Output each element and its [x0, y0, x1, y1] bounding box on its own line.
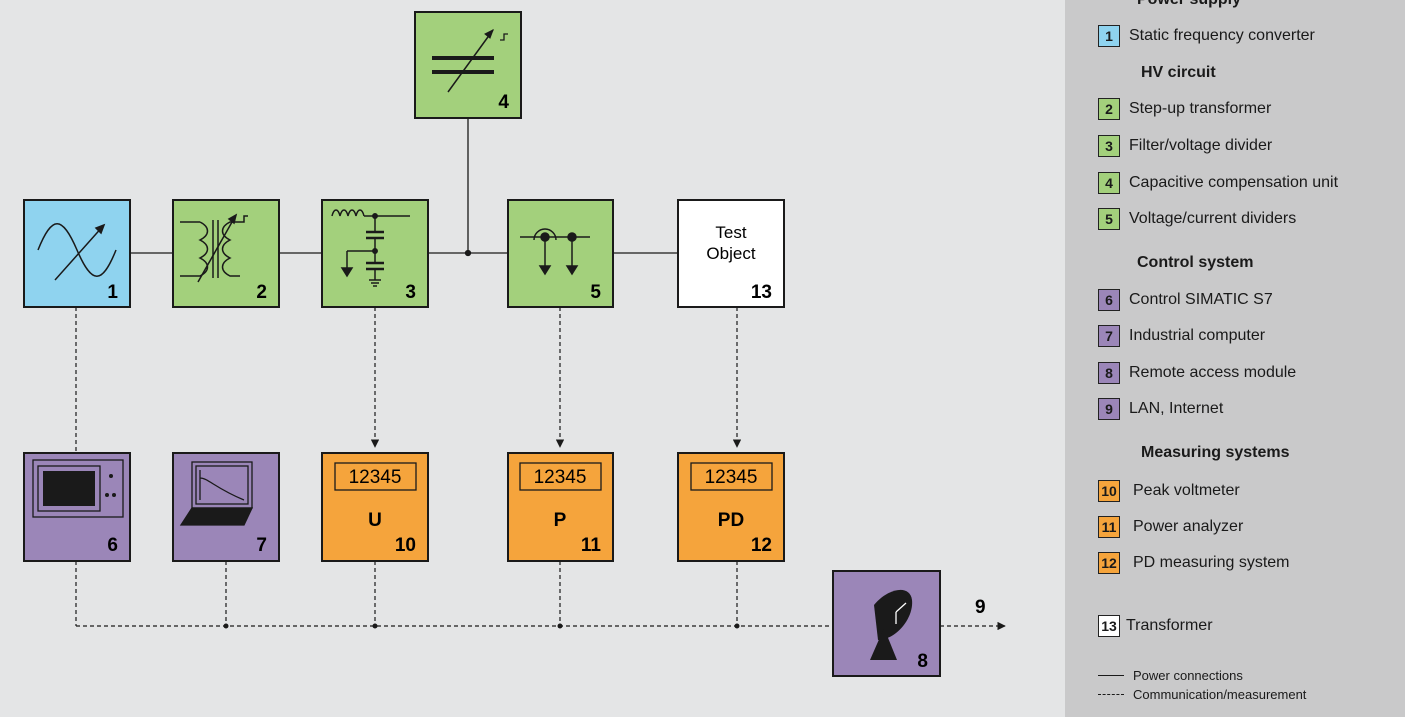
display-frame [690, 462, 773, 491]
legend-section-title: HV circuit [1141, 64, 1216, 81]
legend-item: 3 Filter/voltage divider [1098, 134, 1272, 158]
legend-item-label: Industrial computer [1129, 327, 1266, 344]
legend-section-title: Control system [1137, 254, 1254, 271]
legend-item-number: 12 [1098, 552, 1120, 574]
sine-with-variable-arrow-icon [37, 223, 117, 281]
voltage-current-divider-icon [520, 228, 590, 276]
block-number-4: 4 [498, 92, 509, 113]
legend-item-label: Filter/voltage divider [1129, 137, 1273, 154]
dashed-line-swatch [1098, 694, 1124, 695]
block-number-11: 11 [581, 535, 602, 556]
block-voltage-current-dividers[interactable]: 5 [507, 199, 614, 308]
legend-item-number: 6 [1098, 289, 1120, 311]
block-capacitive-compensation[interactable]: 4 [414, 11, 522, 119]
legend-panel: Power supply 1 Static frequency converte… [1065, 0, 1405, 717]
legend-item-number: 10 [1098, 480, 1120, 502]
test-object-line2: Object [706, 244, 755, 263]
lan-label: 9 [975, 597, 986, 618]
display-value: 12345 [534, 467, 587, 488]
junction-dots [223, 623, 740, 629]
legend-item-label: LAN, Internet [1129, 400, 1224, 417]
legend-item: 11 Power analyzer [1098, 515, 1243, 539]
measurement-symbol: U [368, 510, 382, 531]
block-power-analyzer[interactable]: 12345 P 11 [507, 452, 614, 562]
legend-line-label: Communication/measurement [1133, 687, 1307, 702]
legend-item-number: 3 [1098, 135, 1120, 157]
block-pd-measuring[interactable]: 12345 PD 12 [677, 452, 785, 562]
legend-item-number: 13 [1098, 615, 1120, 637]
legend-item: 12 PD measuring system [1098, 551, 1290, 575]
legend-item: 4 Capacitive compensation unit [1098, 171, 1338, 195]
display-value: 12345 [705, 467, 758, 488]
block-test-object[interactable]: Test Object 13 [677, 199, 785, 308]
block-remote-access[interactable]: 8 [832, 570, 941, 677]
block-number-6: 6 [107, 535, 118, 556]
solid-line-swatch [1098, 675, 1124, 676]
block-peak-voltmeter[interactable]: 12345 U 10 [321, 452, 429, 562]
block-number-7: 7 [256, 535, 267, 556]
legend-item-number: 1 [1098, 25, 1120, 47]
block-filter-divider[interactable]: 3 [321, 199, 429, 308]
block-number-1: 1 [107, 282, 118, 303]
block-number-2: 2 [256, 282, 267, 303]
legend-item-label: Transformer [1126, 617, 1213, 634]
legend-item-number: 4 [1098, 172, 1120, 194]
legend-item: 2 Step-up transformer [1098, 97, 1271, 121]
measurement-symbol: P [554, 510, 567, 531]
legend-item-label: Static frequency converter [1129, 27, 1315, 44]
measurement-symbol: PD [718, 510, 744, 531]
legend-item-number: 9 [1098, 398, 1120, 420]
block-number-5: 5 [590, 282, 601, 303]
test-object-line1: Test [715, 223, 746, 242]
legend-item: 8 Remote access module [1098, 361, 1296, 385]
legend-item: 9 LAN, Internet [1098, 397, 1223, 421]
legend-section-title: Power supply [1137, 0, 1241, 9]
display-frame [334, 462, 417, 491]
legend-item-label: Voltage/current dividers [1129, 210, 1297, 227]
legend-section-title: Measuring systems [1141, 444, 1290, 461]
filter-capacitor-divider-icon [331, 209, 410, 287]
legend-item-label: Capacitive compensation unit [1129, 174, 1339, 191]
satellite-dish-icon [870, 589, 913, 660]
variable-transformer-icon [180, 213, 248, 283]
legend-item-number: 8 [1098, 362, 1120, 384]
legend-communication-line: Communication/measurement [1098, 687, 1306, 702]
legend-item-label: PD measuring system [1133, 554, 1290, 571]
legend-item-label: Peak voltmeter [1133, 482, 1240, 499]
legend-item: 7 Industrial computer [1098, 324, 1265, 348]
legend-item-number: 11 [1098, 516, 1120, 538]
legend-item: 13 Transformer [1098, 614, 1213, 638]
system-diagram: 9 1 2 [23, 11, 1006, 677]
legend-item-label: Control SIMATIC S7 [1129, 291, 1273, 308]
block-number-12: 12 [751, 535, 772, 556]
legend-item: 5 Voltage/current dividers [1098, 207, 1296, 231]
variable-capacitor-icon [432, 28, 508, 93]
legend-line-label: Power connections [1133, 668, 1243, 683]
block-control-simatic[interactable]: 6 [23, 452, 131, 562]
block-industrial-computer[interactable]: 7 [172, 452, 280, 562]
block-number-13: 13 [751, 282, 772, 303]
block-number-10: 10 [395, 535, 416, 556]
legend-item-number: 5 [1098, 208, 1120, 230]
legend-item: 10 Peak voltmeter [1098, 479, 1240, 503]
legend-power-line: Power connections [1098, 668, 1243, 683]
display-frame [519, 462, 602, 491]
power-connections [130, 118, 678, 257]
legend-item-label: Power analyzer [1133, 518, 1244, 535]
legend-item-label: Step-up transformer [1129, 100, 1272, 117]
display-value: 12345 [349, 467, 402, 488]
control-panel-icon [32, 459, 124, 518]
legend-item-number: 2 [1098, 98, 1120, 120]
block-step-up-transformer[interactable]: 2 [172, 199, 280, 308]
communication-connections [75, 307, 1006, 631]
block-frequency-converter[interactable]: 1 [23, 199, 131, 308]
laptop-icon [179, 461, 254, 526]
legend-item: 6 Control SIMATIC S7 [1098, 288, 1273, 312]
block-number-3: 3 [405, 282, 416, 303]
legend-item-label: Remote access module [1129, 364, 1297, 381]
legend-item-number: 7 [1098, 325, 1120, 347]
block-number-8: 8 [917, 651, 928, 672]
legend-item: 1 Static frequency converter [1098, 24, 1315, 48]
